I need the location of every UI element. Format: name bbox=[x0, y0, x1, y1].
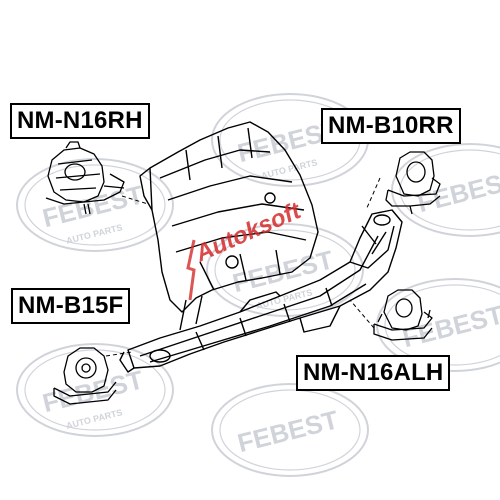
overlay-logo-stroke bbox=[186, 239, 196, 301]
watermark-brand: FEBEST bbox=[399, 299, 500, 353]
leader-lines bbox=[105, 177, 381, 357]
watermark-brand: FEBEST bbox=[229, 244, 336, 298]
mount-b10rr-drawing bbox=[385, 151, 441, 215]
part-label-nm-n16rh: NM-N16RH bbox=[10, 103, 150, 139]
part-label-nm-b15f: NM-B15F bbox=[11, 288, 131, 324]
crossmember-drawing bbox=[119, 209, 403, 373]
mount-b15f-drawing bbox=[53, 347, 117, 405]
mount-n16rh-drawing bbox=[45, 141, 125, 215]
part-label-nm-b10rr: NM-B10RR bbox=[321, 108, 461, 144]
mount-n16alh-drawing bbox=[373, 289, 433, 341]
part-label-nm-n16alh: NM-N16ALH bbox=[296, 355, 451, 391]
watermark-brand: FEBEST bbox=[234, 404, 341, 458]
watermark-brand: FEBEST bbox=[39, 179, 146, 233]
engine-block-drawing bbox=[139, 121, 319, 331]
